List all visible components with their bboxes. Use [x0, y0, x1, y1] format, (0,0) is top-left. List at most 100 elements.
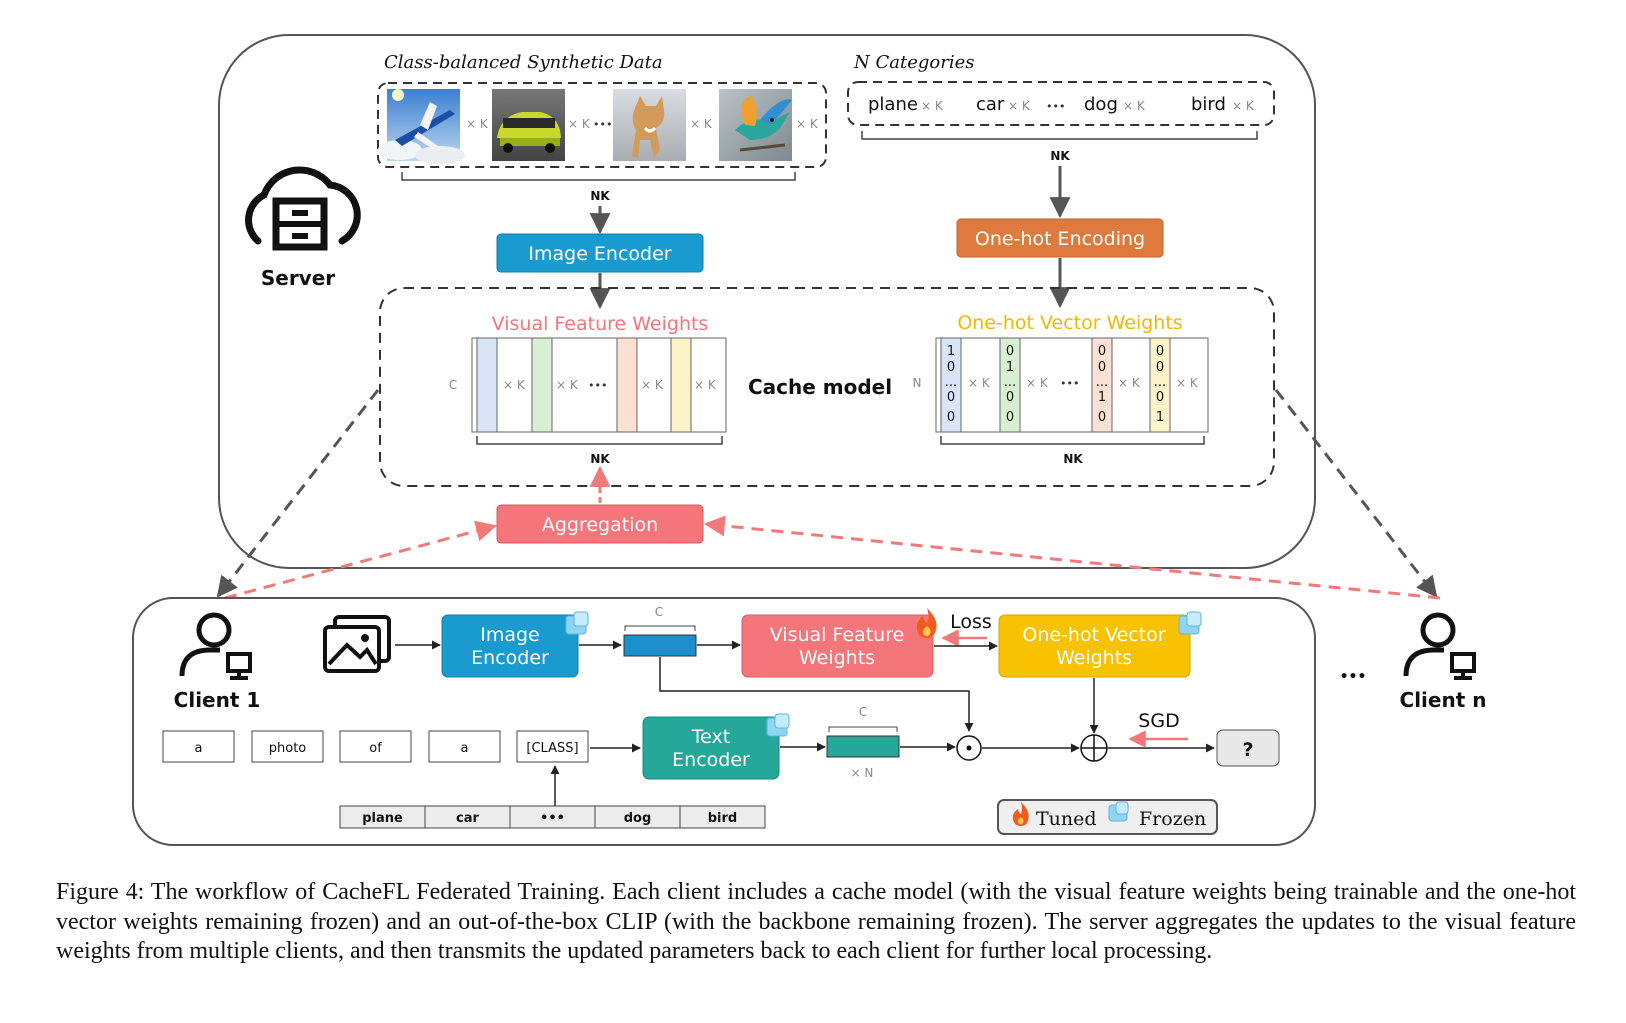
- synthetic-data-title: Class-balanced Synthetic Data: [384, 52, 663, 73]
- image-encoder-label: Image Encoder: [528, 243, 671, 265]
- client-image-encoder-box: [441, 614, 579, 678]
- class-option: bird: [708, 811, 737, 826]
- dashed-arrow-server-to-clientn: [1274, 389, 1438, 598]
- clientn-user-icon: [1403, 612, 1476, 680]
- image-input-icon: [323, 615, 391, 673]
- image-encoder-box: [496, 233, 704, 273]
- dashed-arrow-client1-to-aggregation: [224, 520, 498, 600]
- prompt-token-box: [516, 730, 589, 763]
- feature-column: [531, 337, 553, 433]
- dog-image: [613, 89, 686, 161]
- ellipsis: •••: [588, 379, 607, 392]
- aggregation-label: Aggregation: [542, 514, 658, 536]
- legend-tuned-label: Tuned: [1036, 808, 1097, 830]
- prompt-tokens: a photo of a [CLASS]: [162, 730, 589, 763]
- category-bird: bird: [1191, 94, 1226, 115]
- class-option: plane: [362, 811, 403, 826]
- client-image-encoder-label: Encoder: [471, 647, 549, 669]
- onehot-digit: 0: [947, 390, 955, 405]
- onehot-matrix: N 10...00 × K 01...00 × K ••• 00...10 × …: [913, 337, 1209, 433]
- onehot-digit: 1: [1006, 360, 1014, 375]
- synthetic-brace: [401, 172, 796, 181]
- onehot-digit: 0: [1006, 410, 1014, 425]
- onehot-encoding-label: One-hot Encoding: [975, 228, 1145, 250]
- categories-box: [847, 81, 1275, 126]
- line-feature-to-odot: [659, 657, 974, 732]
- times-k-label: × K: [556, 378, 579, 392]
- prompt-token-box: [162, 730, 235, 763]
- times-k-label: × K: [503, 378, 526, 392]
- feature-column: [476, 337, 498, 433]
- dashed-arrow-clientn-to-aggregation: [703, 515, 1441, 600]
- times-k-label: × K: [568, 117, 591, 131]
- client-visual-feature-weights-box: [741, 614, 934, 678]
- prompt-token: a: [461, 741, 469, 756]
- text-feature-bar: [826, 735, 900, 758]
- visual-feature-matrix: C × K × K ••• × K × K: [449, 337, 727, 433]
- onehot-digit: 0: [947, 410, 955, 425]
- feature-column: [616, 337, 638, 433]
- class-option: dog: [624, 811, 652, 826]
- dashed-arrow-server-to-client1: [216, 389, 380, 598]
- prompt-token-box: [339, 730, 412, 763]
- cache-model-label: Cache model: [748, 375, 892, 399]
- server-panel: [218, 34, 1316, 569]
- prediction-output-box: [1216, 729, 1280, 767]
- figure-caption: Figure 4: The workflow of CacheFL Federa…: [56, 879, 1576, 964]
- onehot-digit: 0: [1006, 390, 1014, 405]
- prompt-token: of: [369, 741, 382, 756]
- onehot-digit: 0: [1098, 410, 1106, 425]
- nk-label: NK: [1050, 149, 1070, 163]
- client1-user-icon: [179, 612, 252, 680]
- onehot-digit: 0: [1006, 344, 1014, 359]
- times-n-label: × N: [851, 766, 874, 780]
- feature-brace: [624, 625, 696, 631]
- onehot-digit: 1: [1098, 390, 1106, 405]
- categories-brace: [861, 131, 1258, 140]
- client-onehot-weights-box: [998, 614, 1191, 678]
- times-k-label: × K: [690, 117, 713, 131]
- client-vfw-label: Weights: [799, 647, 875, 669]
- prediction-output-label: ?: [1242, 739, 1253, 761]
- nk-label: NK: [590, 189, 610, 203]
- visual-matrix-brace: [476, 436, 723, 445]
- client-ohw-label: Weights: [1056, 647, 1132, 669]
- prompt-token: [CLASS]: [526, 741, 578, 756]
- clientn-label: Client n: [1400, 688, 1487, 712]
- prompt-token: a: [195, 741, 203, 756]
- tuned-flame-icon: [916, 608, 937, 638]
- category-dog: dog: [1084, 94, 1118, 115]
- onehot-column: [940, 337, 962, 433]
- onehot-digit: 1: [947, 344, 955, 359]
- prompt-token-box: [428, 730, 501, 763]
- onehot-digit: 1: [1156, 410, 1164, 425]
- car-image: [492, 89, 565, 161]
- text-encoder-box: [642, 716, 780, 780]
- times-k-label: × K: [1176, 376, 1199, 390]
- times-k-label: × K: [796, 117, 819, 131]
- ellipsis: •••: [593, 118, 612, 131]
- frozen-ice-icon: [1108, 801, 1129, 822]
- more-clients-ellipsis: •••: [1340, 669, 1367, 685]
- onehot-digit: ...: [1004, 375, 1016, 390]
- sgd-label: SGD: [1138, 710, 1179, 732]
- onehot-digit: 0: [1156, 390, 1164, 405]
- nk-label: NK: [590, 452, 610, 466]
- onehot-encoding-box: [956, 218, 1164, 258]
- onehot-digit: 0: [1098, 360, 1106, 375]
- prompt-token: photo: [269, 741, 307, 756]
- times-k-label: × K: [1232, 99, 1255, 113]
- categories-title: N Categories: [853, 52, 974, 73]
- server-cloud-icon: [245, 166, 361, 251]
- class-option: car: [456, 811, 479, 826]
- times-k-label: × K: [1026, 376, 1049, 390]
- odot-dot: [966, 745, 972, 751]
- client1-label: Client 1: [174, 688, 261, 712]
- ellipsis: •••: [1046, 100, 1065, 113]
- onehot-column: [1149, 337, 1171, 433]
- times-k-label: × K: [968, 376, 991, 390]
- cache-model-box: [379, 287, 1275, 487]
- legend-frozen-label: Frozen: [1139, 808, 1206, 830]
- nk-label: NK: [1063, 452, 1083, 466]
- class-option-cell: [679, 805, 766, 829]
